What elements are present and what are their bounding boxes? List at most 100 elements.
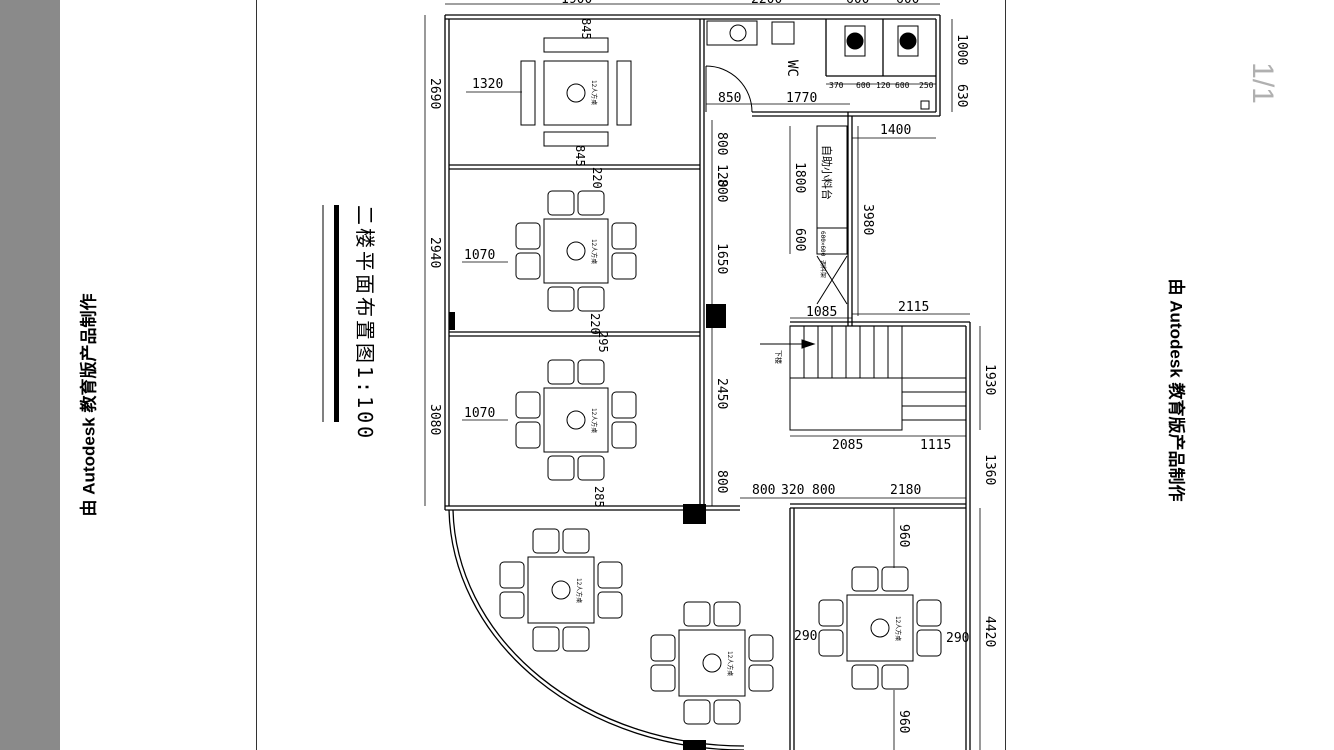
chair: [851, 566, 879, 592]
floor-drain: [920, 100, 930, 110]
chair: [562, 626, 590, 652]
dining-table: 12人方桌: [818, 566, 942, 690]
dimension-label: 2180: [890, 483, 921, 498]
title-underline: [334, 205, 339, 422]
dimension-label: 1400: [880, 123, 911, 138]
chair: [499, 591, 525, 619]
dimension-label: 1070: [464, 248, 495, 263]
dimension-label: 600: [846, 0, 869, 7]
chair: [818, 629, 844, 657]
table-top: [527, 556, 595, 624]
tables: 12人方桌 12人方桌 12人方桌 12人方桌 12人方桌 12人方桌: [499, 37, 942, 725]
dimension-label: 1930: [982, 364, 997, 395]
chair: [577, 359, 605, 385]
dimension-label: 1000: [954, 34, 969, 65]
table-tag: 12人方桌: [590, 408, 598, 433]
stair-arrow-icon: [801, 339, 816, 349]
dimension-label: 2115: [898, 300, 929, 315]
chair: [577, 455, 605, 481]
stair-label: 下楼: [774, 350, 783, 364]
dimension-label: 960: [896, 524, 911, 547]
chair: [881, 664, 909, 690]
table-top: [543, 387, 609, 453]
dimension-label: 1115: [920, 438, 951, 453]
table-top: [846, 594, 914, 662]
dimension-label: 2690: [427, 78, 442, 109]
chair: [611, 391, 637, 419]
table-center-icon: [566, 83, 586, 103]
chair: [611, 222, 637, 250]
dimension-label: 600: [856, 81, 871, 90]
chair: [713, 601, 741, 627]
chair: [916, 599, 942, 627]
table-center-icon: [551, 580, 571, 600]
dimension-label: 800: [714, 470, 729, 493]
chair: [597, 591, 623, 619]
bench: [543, 37, 609, 53]
dining-table: 12人方桌: [499, 528, 623, 652]
table-center-icon: [702, 653, 722, 673]
dimension-label: 3080: [427, 404, 442, 435]
dimension-label: 800: [752, 483, 775, 498]
dimension-label: 2200: [751, 0, 782, 7]
chair: [499, 561, 525, 589]
wc-label: WC: [784, 60, 800, 77]
dimension-label: 845: [573, 145, 587, 167]
dimension-label: 600: [792, 228, 807, 251]
dimension-label: 800: [714, 132, 729, 155]
chair: [562, 528, 590, 554]
counter-cross: [816, 255, 848, 305]
bench: [616, 60, 632, 126]
table-tag: 12人方桌: [590, 239, 598, 264]
chair: [851, 664, 879, 690]
dining-table: 12人方桌: [515, 190, 637, 312]
dimension-label: 1800: [792, 162, 807, 193]
chair: [683, 699, 711, 725]
dimension-label: 320: [781, 483, 804, 498]
dimension-label: 960: [896, 710, 911, 733]
bench: [520, 60, 536, 126]
chair: [547, 359, 575, 385]
table-top: [678, 629, 746, 697]
dimension-label: 1320: [472, 77, 503, 92]
table-top: [543, 218, 609, 284]
chair: [916, 629, 942, 657]
dimension-label: 1650: [714, 243, 729, 274]
dimension-label: 2940: [427, 237, 442, 268]
toilet-icon: [844, 25, 919, 57]
dimension-label: 1085: [806, 305, 837, 320]
chair: [515, 222, 541, 250]
dimension-label: 800: [714, 179, 729, 202]
chair: [713, 699, 741, 725]
dimension-label: 1070: [464, 406, 495, 421]
columns: [449, 304, 726, 750]
chair: [547, 286, 575, 312]
chair: [577, 190, 605, 216]
table-top: [543, 60, 609, 126]
table-center-icon: [566, 410, 586, 430]
dimension-label: 220: [590, 167, 604, 189]
chair: [597, 561, 623, 589]
dimensions: 2690294030801320107010708458452202202952…: [424, 0, 997, 750]
sink: [706, 20, 758, 46]
dimension-label: 295: [596, 331, 610, 353]
dimension-label: 630: [954, 84, 969, 107]
chair: [547, 190, 575, 216]
chair: [881, 566, 909, 592]
bench: [543, 131, 609, 147]
table-tag: 12人方桌: [894, 616, 902, 641]
table-center-icon: [566, 241, 586, 261]
dimension-label: 285: [592, 486, 606, 508]
table-center-icon: [870, 618, 890, 638]
dimension-label: 2450: [714, 378, 729, 409]
counter-note: 600×600 调料架: [819, 231, 827, 278]
dimension-label: 290: [946, 631, 969, 646]
dimension-label: 290: [794, 629, 817, 644]
dimension-label: 220: [588, 313, 602, 335]
chair: [650, 664, 676, 692]
table-tag: 12人方桌: [726, 651, 734, 676]
dining-table: 12人方桌: [520, 37, 632, 147]
dimension-label: 845: [579, 18, 593, 40]
chair: [683, 601, 711, 627]
chair: [532, 626, 560, 652]
